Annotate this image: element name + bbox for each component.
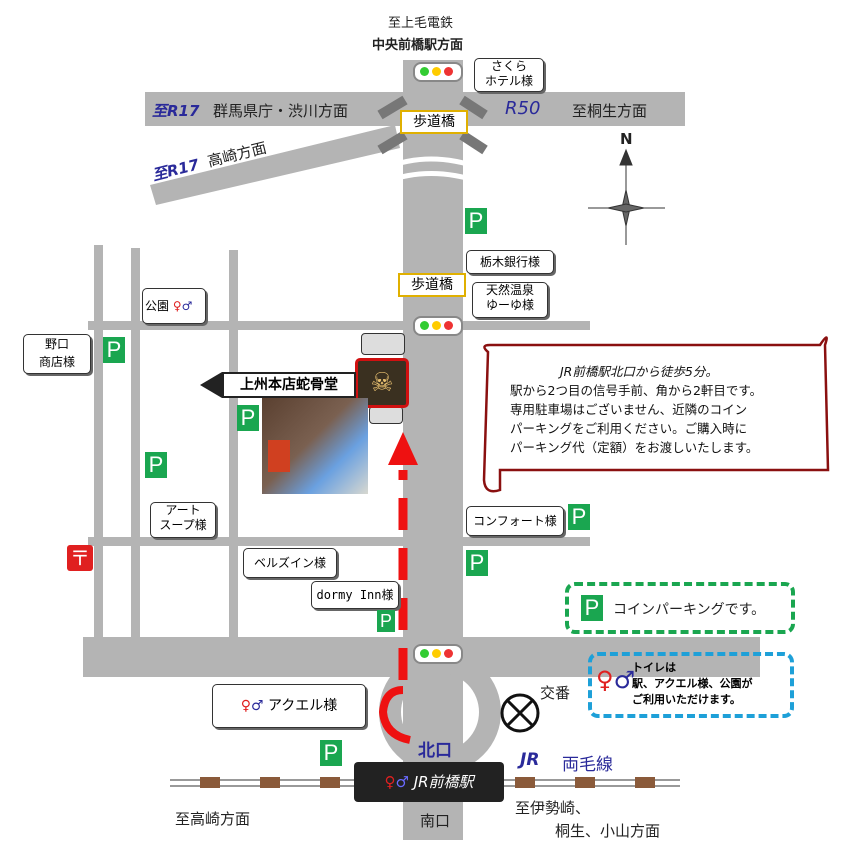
toilet-legend-text: トイレは駅、アクエル様、公園がご利用いただけます。 [632,661,753,706]
parking-icon: P [320,740,342,766]
aqueru: ♀♂ アクエル様 [212,684,366,728]
toilet-legend: ♀♂ トイレは駅、アクエル様、公園がご利用いただけます。 [588,652,794,718]
koban-label: 交番 [540,684,571,702]
parking-icon: P [237,405,259,431]
building [369,406,403,424]
parking-icon: P [377,610,395,632]
traffic-signal-icon [413,644,463,664]
dir-north-rail: 至上毛電鉄 [388,16,454,31]
parking-legend: P コインパーキングです。 [565,582,795,634]
jr-maebashi-station: ♀♂ JR前橋駅 [354,762,504,802]
dir-west: 群馬県庁・渋川方面 [213,102,349,120]
sakura-hotel: さくら ホテル様 [474,58,544,92]
onsen: 天然温泉 ゆーゆ様 [472,282,548,318]
side-street-3 [229,250,238,640]
rail-ties [200,777,655,788]
parking-icon: P [145,452,167,478]
banner-tail [200,372,222,398]
traffic-signal-icon [413,316,463,336]
info-scroll [482,336,830,493]
route-roundabout [378,686,411,744]
dormy-inn: dormy Inn様 [311,581,399,609]
compass-north: N [620,130,633,148]
art-soup: アート スープ様 [150,502,216,538]
parking-icon: P [568,504,590,530]
footbridge-1: 歩道橋 [400,110,468,134]
dir-west-r17: 至R17 [152,102,200,120]
side-street-1 [94,245,103,640]
kitaguchi: 北口 [418,741,452,761]
dir-takasaki: 至高崎方面 [175,810,251,828]
parking-icon: P [466,550,488,576]
compass-icon [588,148,665,245]
cross-street-north [88,321,590,330]
parking-icon: P [465,208,487,234]
parking-icon: P [103,337,125,363]
cross-street-south [88,537,590,546]
traffic-signal-icon [413,62,463,82]
road-r17-takasaki [150,125,400,205]
bells-inn: ベルズイン様 [243,548,337,578]
footbridge-stairs [377,95,488,155]
noguchi-shop: 野口 商店様 [23,334,91,374]
bridge-marks [384,156,481,185]
tochigi-bank: 栃木銀行様 [466,250,554,274]
parking-icon: P [581,595,603,621]
shop-photo [262,398,368,494]
info-text: JR前橋駅北口から徒歩5分。 駅から2つ目の信号手前、角から2軒目です。 専用駐… [510,364,763,455]
comfort: コンフォート様 [466,506,564,536]
dir-east: 至桐生方面 [572,102,648,120]
post-office-icon: 〒 [67,545,93,571]
building [361,333,405,355]
main-road [403,60,463,840]
footbridge-2: 歩道橋 [398,273,466,297]
line-name: 両毛線 [562,755,613,775]
dir-kiryu: 桐生、小山方面 [555,822,661,840]
jr-label: JR [520,750,540,770]
parking-legend-label: コインパーキングです。 [613,602,766,618]
dir-north-station: 中央前橋駅方面 [372,38,464,53]
park: 公園 ♀♂ [142,288,206,324]
minamiguchi: 南口 [420,812,451,830]
toilet-icon: ♀♂ [596,666,636,694]
dir-isesaki: 至伊勢崎、 [515,799,591,817]
shop-name-banner: 上州本店蛇骨堂 [222,372,356,398]
dir-r50: R50 [505,98,541,119]
route-arrow-icon [388,432,418,465]
side-street-2 [131,248,140,640]
